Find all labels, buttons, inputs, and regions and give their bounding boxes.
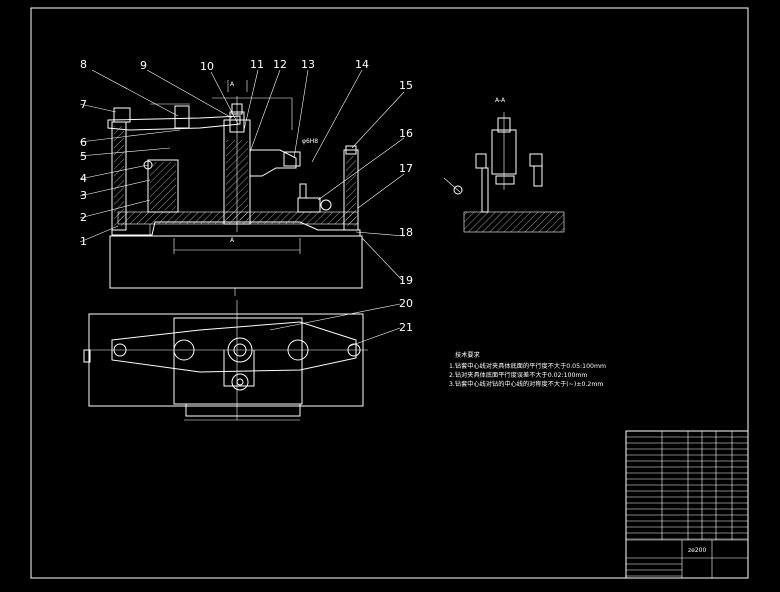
sheet-border — [30, 7, 749, 579]
part-label-5: 5 — [80, 150, 87, 163]
part-label-15: 15 — [399, 79, 413, 92]
section-title: A-A — [495, 97, 506, 104]
part-label-16: 16 — [399, 127, 413, 140]
part-label-13: 13 — [301, 58, 315, 71]
part-labels: 8 9 10 11 12 13 14 15 16 17 18 19 20 21 … — [80, 58, 413, 334]
part-label-17: 17 — [399, 162, 413, 175]
note-3: 3.钻套中心线对钻的中心线的对称度不大于(~)±0.2mm — [449, 380, 603, 388]
notes-title: 技术要求 — [455, 351, 480, 359]
part-label-2: 2 — [80, 211, 87, 224]
part-label-4: 4 — [80, 172, 87, 185]
part-label-7: 7 — [80, 98, 87, 111]
part-label-8: 8 — [80, 58, 87, 71]
part-label-18: 18 — [399, 226, 413, 239]
front-view: A A φ6H8 — [107, 80, 363, 296]
title-block-text: ze200 — [688, 547, 706, 554]
note-1: 1.钻套中心线对夹具体底面的平行度不大于0.05:100mm — [449, 362, 606, 370]
section-mark-top: A — [230, 81, 235, 88]
part-label-14: 14 — [355, 58, 369, 71]
technical-requirements: 技术要求 1.钻套中心线对夹具体底面的平行度不大于0.05:100mm 2.钻对… — [449, 351, 606, 388]
part-label-1: 1 — [80, 235, 87, 248]
note-2: 2.钻对夹具体底面平行度误差不大于0.02:100mm — [449, 371, 587, 379]
part-label-6: 6 — [80, 136, 87, 149]
part-label-11: 11 — [250, 58, 264, 71]
section-view-a-a: A-A — [443, 97, 565, 233]
part-label-19: 19 — [399, 274, 413, 287]
part-label-12: 12 — [273, 58, 287, 71]
part-label-21: 21 — [399, 321, 413, 334]
section-mark-bottom: A — [230, 237, 235, 244]
part-label-20: 20 — [399, 297, 413, 310]
part-label-10: 10 — [200, 60, 214, 73]
part-label-9: 9 — [140, 59, 147, 72]
top-view — [83, 300, 368, 421]
diameter-dim: φ6H8 — [302, 138, 318, 145]
part-label-3: 3 — [80, 189, 87, 202]
title-block: ze200 — [625, 430, 749, 579]
leader-lines — [79, 69, 405, 347]
